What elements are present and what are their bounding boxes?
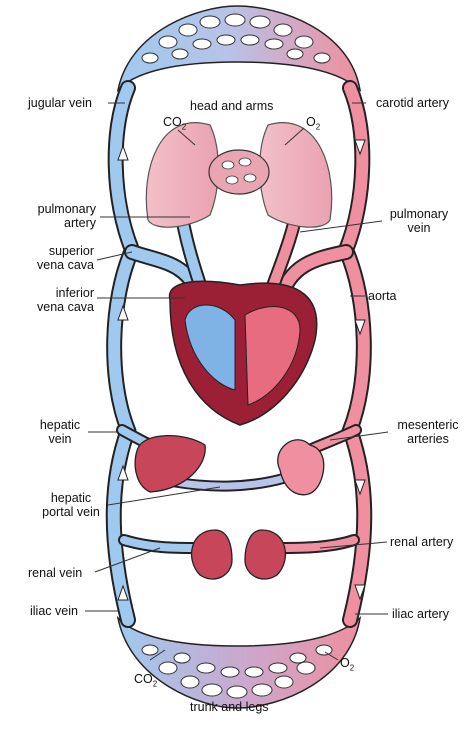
label-head-and-arms: head and arms [190, 99, 274, 113]
label-iliac-vein: iliac vein [30, 604, 78, 618]
label-co2-top: CO2 [163, 115, 187, 132]
flow-arrows [117, 139, 366, 601]
label-iliac-artery: iliac artery [392, 607, 449, 621]
liver [134, 434, 206, 493]
label-inferior-vena-cava-line1: inferior [55, 286, 94, 300]
label-hepatic-vein-line2: vein [48, 432, 72, 446]
kidneys [191, 529, 286, 580]
label-pulmonary-artery-line1: pulmonary [37, 202, 96, 216]
label-co2-bottom: CO2 [134, 672, 158, 689]
label-hepatic-vein-line1: hepatic [39, 418, 81, 432]
intestine [277, 439, 325, 496]
label-pulmonary-vein-line2: vein [407, 221, 431, 235]
label-o2-bottom: O2 [340, 656, 355, 673]
label-mesenteric-arteries: mesenteric arteries [390, 418, 466, 446]
trunk-capillary-bed [116, 615, 362, 709]
label-trunk-and-legs: trunk and legs [190, 700, 269, 714]
label-o2-top: O2 [306, 115, 321, 132]
leader-lines [85, 102, 389, 661]
label-hepatic-portal-vein: hepatic portal vein [34, 491, 108, 519]
label-carotid-artery: carotid artery [376, 96, 449, 110]
label-mesenteric-arteries-line1: mesenteric [397, 418, 459, 432]
label-aorta: aorta [368, 289, 397, 303]
label-renal-artery: renal artery [390, 535, 454, 549]
label-pulmonary-vein-line1: pulmonary [389, 207, 449, 221]
label-superior-vena-cava-line2: vena cava [37, 258, 94, 272]
label-pulmonary-artery-line2: artery [64, 216, 96, 230]
label-jugular-vein: jugular vein [28, 96, 92, 110]
label-superior-vena-cava: superior vena cava [20, 244, 94, 272]
head-capillary-bed [116, 5, 362, 93]
heart [168, 280, 318, 426]
label-mesenteric-arteries-line2: arteries [407, 432, 449, 446]
label-hepatic-portal-vein-line2: portal vein [42, 505, 100, 519]
label-superior-vena-cava-line1: superior [48, 244, 94, 258]
label-hepatic-portal-vein-line1: hepatic [50, 491, 92, 505]
lungs [145, 122, 333, 228]
label-renal-vein: renal vein [28, 566, 83, 580]
label-pulmonary-vein: pulmonary vein [384, 207, 454, 235]
label-hepatic-vein: hepatic vein [34, 418, 86, 446]
label-pulmonary-artery: pulmonary artery [28, 202, 96, 230]
label-inferior-vena-cava-line2: vena cava [37, 300, 94, 314]
label-inferior-vena-cava: inferior vena cava [20, 286, 94, 314]
